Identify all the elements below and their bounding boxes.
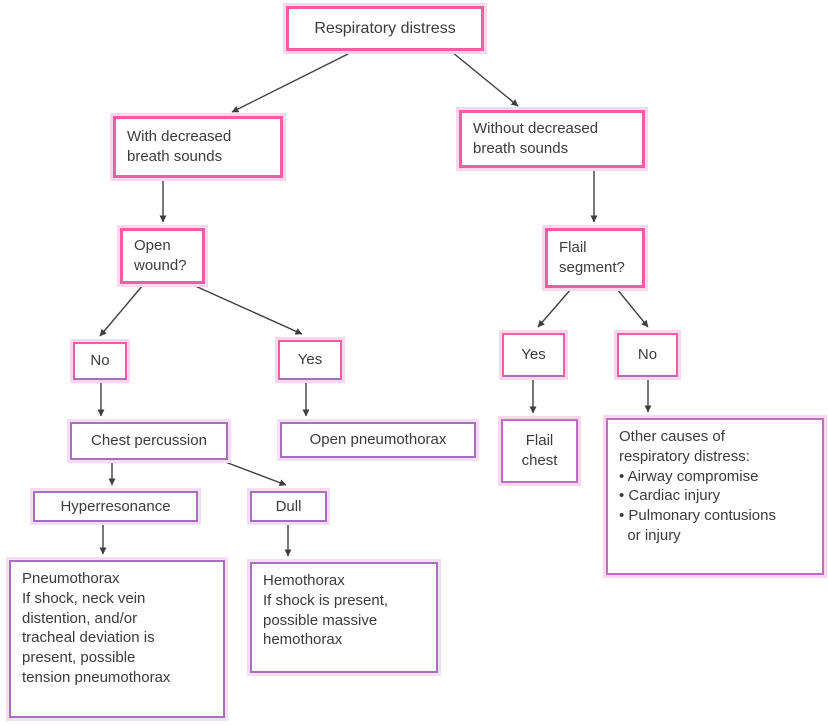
arrow-flail_segment-to-no_right — [616, 288, 649, 328]
node-yes-left: Yes — [278, 340, 342, 380]
node-flail-chest: Flail chest — [501, 419, 578, 483]
arrow-chest_percussion-to-dull — [219, 459, 287, 486]
arrow-open_wound-to-no_left — [99, 284, 144, 337]
node-hyperresonance: Hyperresonance — [33, 491, 198, 522]
node-open-pneumothorax: Open pneumothorax — [280, 422, 476, 458]
arrow-open_wound-to-yes_left — [192, 284, 303, 335]
node-respiratory-distress: Respiratory distress — [286, 6, 484, 51]
node-with-decreased-breath-sounds: With decreased breath sounds — [113, 116, 283, 178]
arrow-respiratory_distress-to-with_decreased — [231, 51, 353, 113]
node-no-left: No — [73, 342, 127, 380]
node-flail-segment-question: Flail segment? — [545, 228, 645, 288]
node-chest-percussion: Chest percussion — [70, 422, 228, 460]
node-dull: Dull — [250, 491, 327, 522]
node-open-wound-question: Open wound? — [120, 228, 205, 284]
node-without-decreased-breath-sounds: Without decreased breath sounds — [459, 110, 645, 168]
node-pneumothorax-detail: Pneumothorax If shock, neck vein distent… — [9, 560, 225, 718]
arrow-flail_segment-to-yes_right — [537, 288, 572, 328]
arrow-respiratory_distress-to-without_decreased — [451, 51, 519, 107]
node-yes-right: Yes — [502, 333, 565, 377]
node-other-causes: Other causes of respiratory distress: • … — [606, 418, 824, 575]
node-no-right: No — [617, 333, 678, 377]
node-hemothorax-detail: Hemothorax If shock is present, possible… — [250, 562, 438, 673]
